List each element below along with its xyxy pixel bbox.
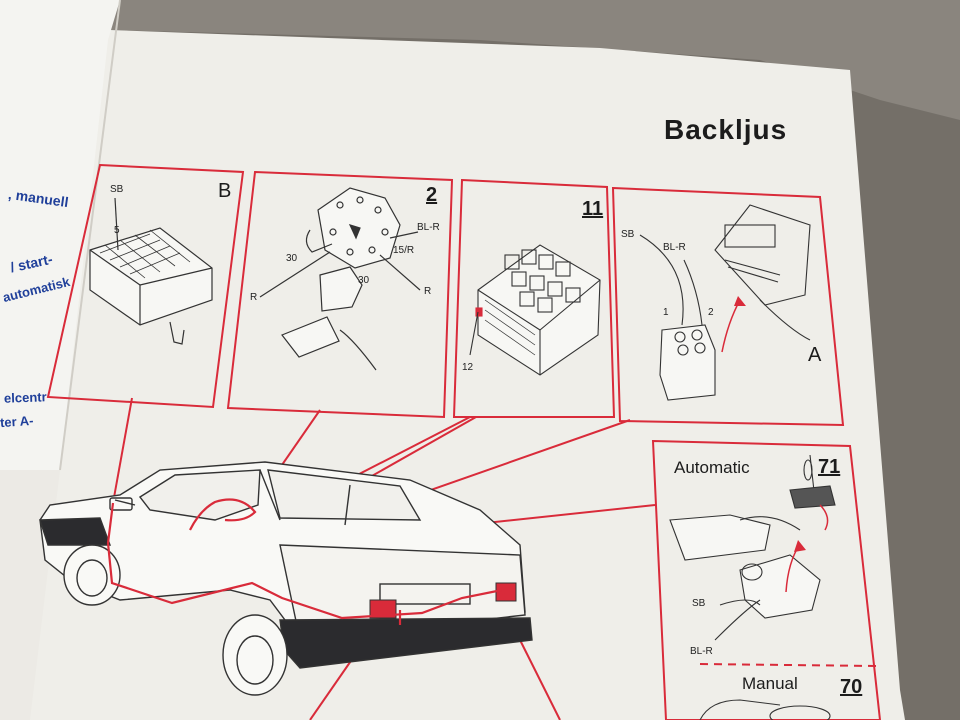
panel-automatic-label-sb: SB [692,598,706,609]
panel-b-drawing [89,197,213,345]
panel-11-drawing [469,244,601,376]
panel-2-frame [226,170,454,419]
panel-2-label-bl-r: BL-R [417,222,440,233]
panel-b-id: B [218,180,232,202]
panel-automatic-drawing [669,454,836,641]
panel-automatic-title: Automatic [674,458,750,477]
panel-2-id: 2 [426,184,438,206]
panel-a-label-sb: SB [621,229,635,240]
car-drawing [39,461,533,696]
panel-a-drawing [639,204,811,401]
panel-automatic-id: 71 [818,456,841,478]
panel-automatic-red-wire [819,504,829,531]
panel-2-label-r-right: R [424,286,432,297]
panel-b-label-sb: SB [110,184,124,195]
panel-manual-drawing [699,699,831,720]
panel-b-frame [46,163,245,409]
car-tail-lights [369,582,517,619]
panel-2-label-r-left: R [250,292,258,303]
panel-manual-id: 70 [840,676,863,698]
panel-2-label-15-r: 15/R [393,245,415,256]
panel-a-id: A [808,344,822,366]
car-red-wiring [106,498,507,625]
panel-2-drawing [259,187,421,371]
panel-manual-title: Manual [742,674,798,693]
panel-2-label-30-left: 30 [286,253,298,264]
panel-b-label-5: 5 [114,225,120,236]
panel-11-frame [452,178,616,418]
panel-2-label-30-right: 30 [358,275,370,286]
panel-11-label-12: 12 [462,362,474,373]
panel-11-id: 11 [582,198,604,220]
panel-a-frame [611,186,845,427]
page-title: Backljus [664,114,788,145]
panel-automatic-frame [651,439,882,720]
panel-a-label-1: 1 [663,307,669,318]
panel-a-label-bl-r: BL-R [663,242,686,253]
panel-a-label-2: 2 [708,307,714,318]
panel-automatic-label-bl-r: BL-R [690,646,713,657]
panel-a-arrow [721,299,741,353]
